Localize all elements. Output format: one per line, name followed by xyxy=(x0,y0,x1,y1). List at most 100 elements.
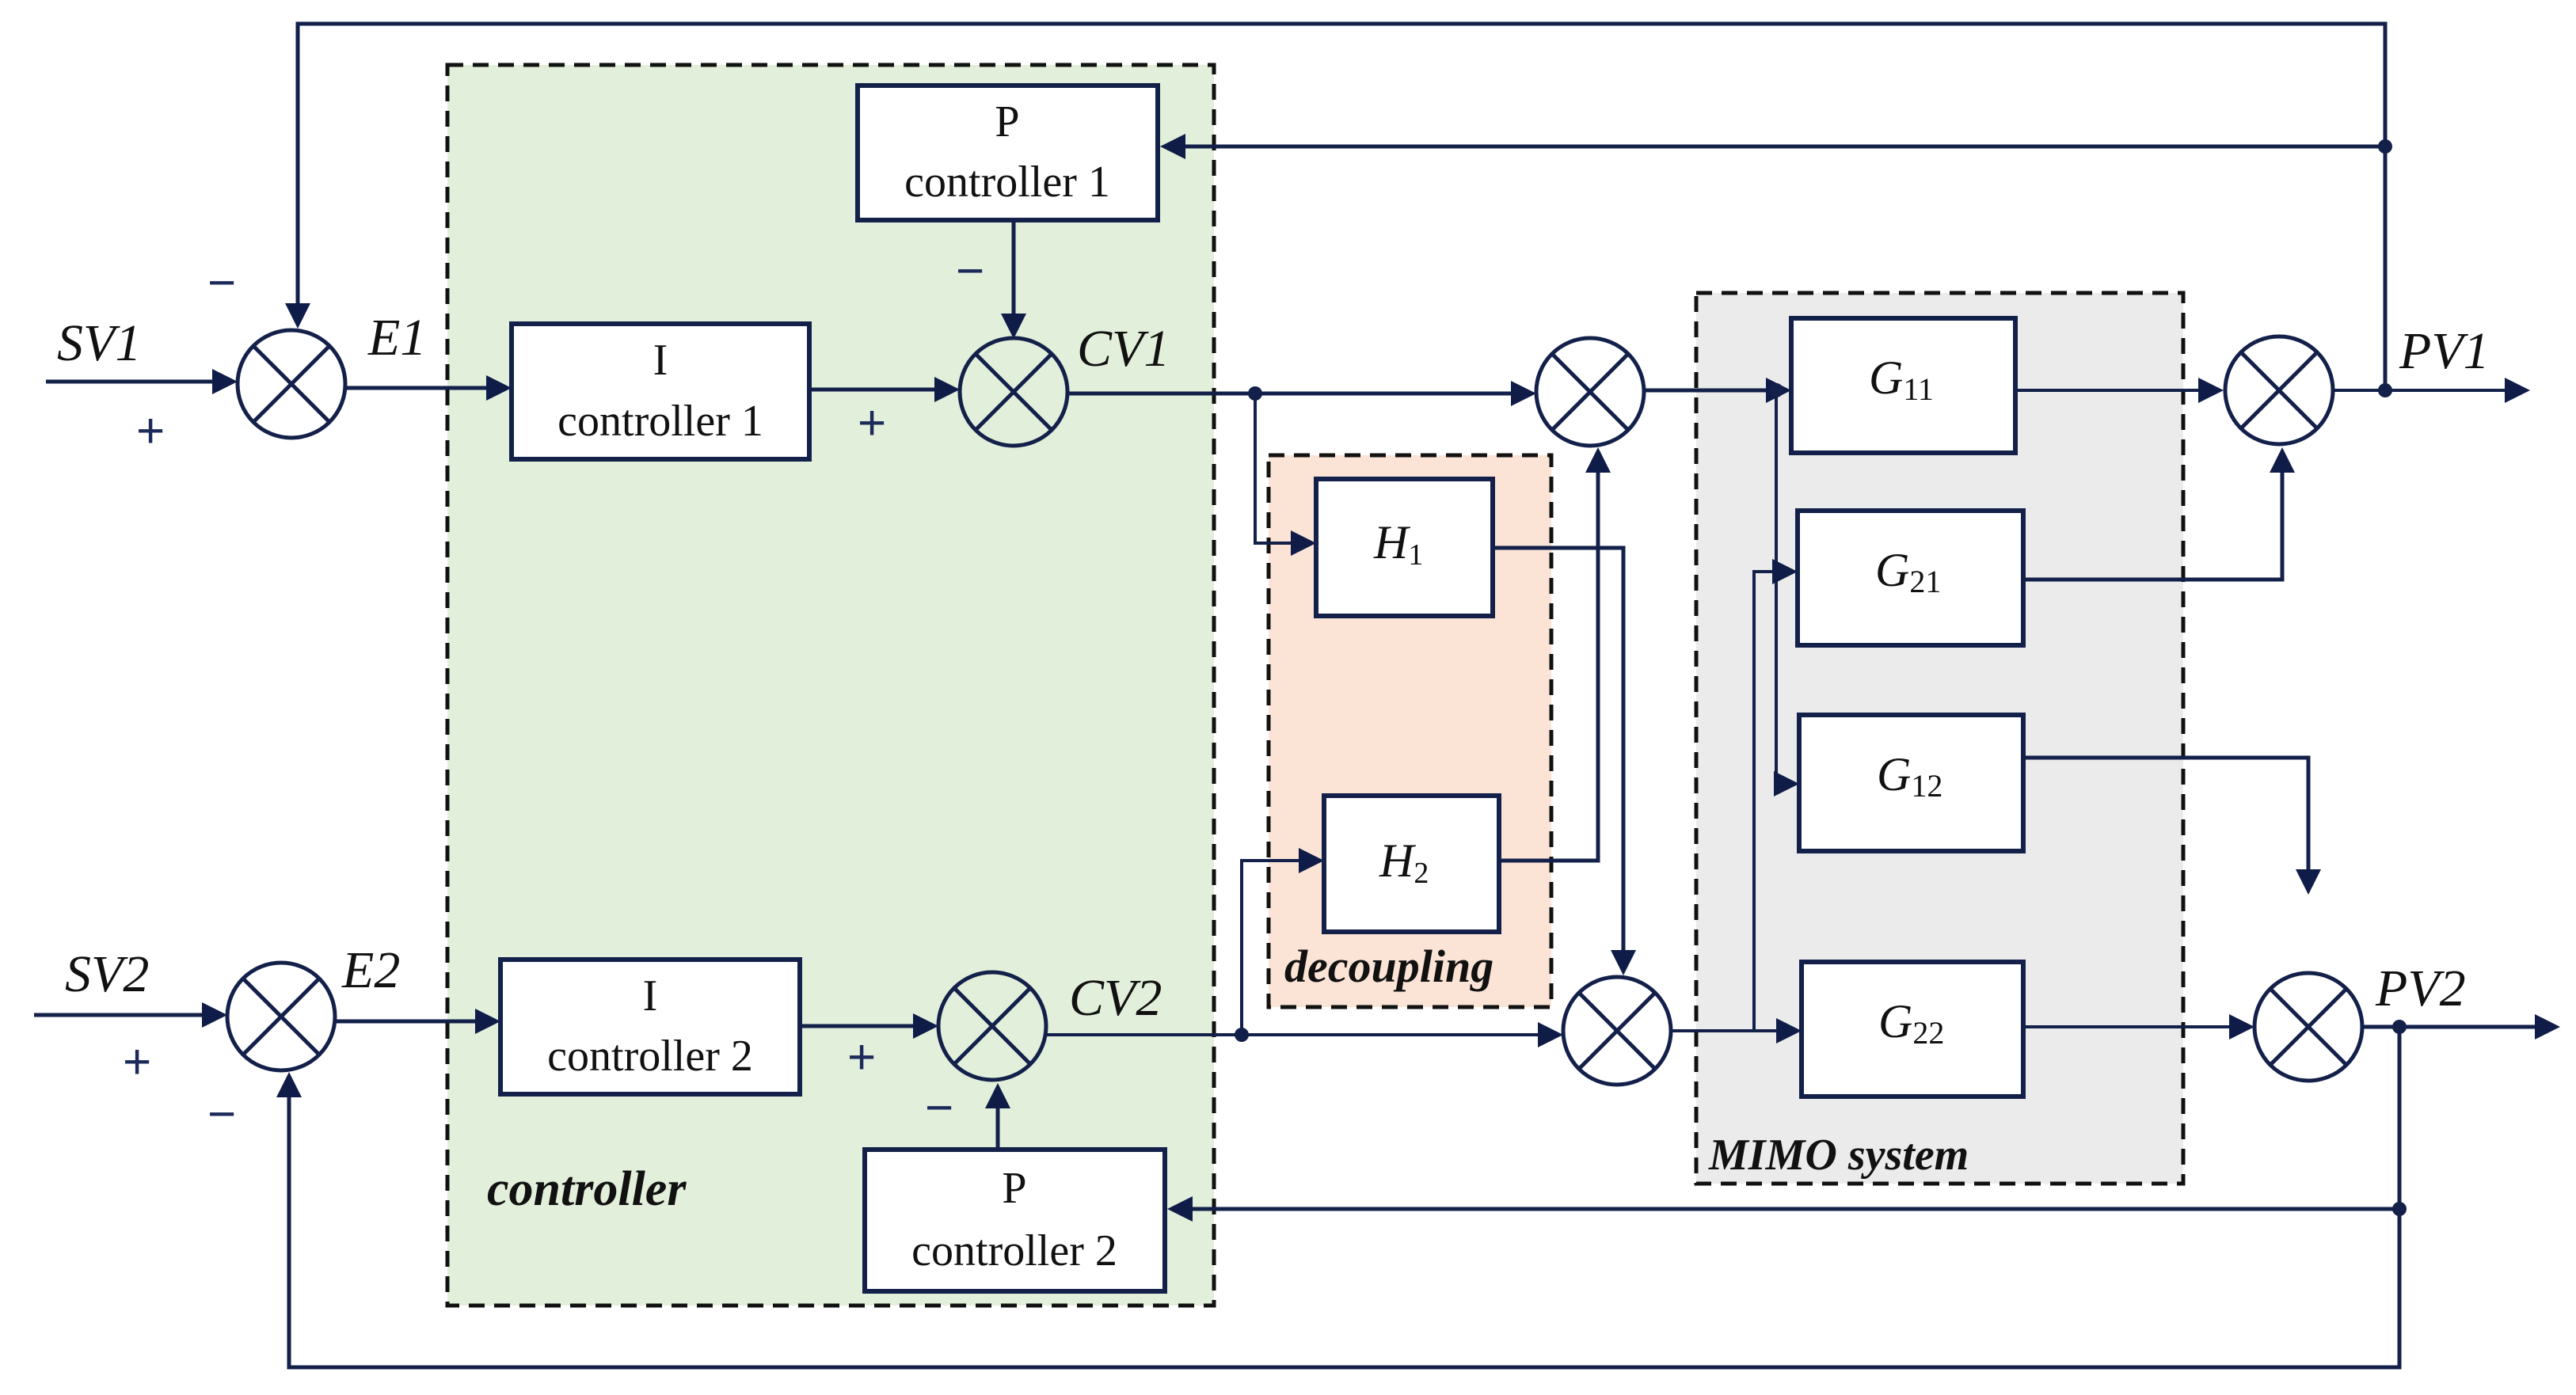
h1-sub: 1 xyxy=(1408,538,1423,572)
svg-text:G22: G22 xyxy=(1878,995,1944,1051)
mimo-group-label: MIMO system xyxy=(1708,1131,1969,1180)
g11-sub: 11 xyxy=(1903,371,1934,407)
controller-group: controller xyxy=(445,63,1216,1308)
wire-cv2-to-h2 xyxy=(1240,859,1315,1035)
block-p-controller-1[interactable]: P controller 1 xyxy=(855,83,1160,222)
sum-cv1 xyxy=(957,336,1070,448)
label-cv1: CV1 xyxy=(1077,320,1170,378)
p1-line2: controller 1 xyxy=(904,158,1110,207)
sum-pv2 xyxy=(2252,971,2365,1083)
sign-sum-e2-minus: − xyxy=(207,1087,236,1142)
junction-pv2 xyxy=(2392,1020,2407,1034)
wire-pv2-feedback-outer xyxy=(287,1027,2402,1370)
i1-line2: controller 1 xyxy=(557,397,763,446)
arrow-into-sum3-bottom xyxy=(1585,447,1611,473)
h2-base: H xyxy=(1379,834,1417,887)
arrow-into-h2 xyxy=(1299,848,1324,873)
arrow-into-g22 xyxy=(1776,1018,1802,1043)
g22-sub: 22 xyxy=(1912,1015,1944,1051)
arrow-into-sum1 xyxy=(212,369,238,394)
junction-u1 xyxy=(1769,383,1783,397)
controller-group-label: controller xyxy=(487,1162,687,1216)
arrow-into-p2 xyxy=(1167,1196,1193,1222)
label-cv2: CV2 xyxy=(1069,969,1162,1027)
h2-sub: 2 xyxy=(1414,857,1429,890)
g22-base: G xyxy=(1878,995,1912,1047)
p2-line1: P xyxy=(1002,1164,1026,1213)
p1-line1: P xyxy=(995,97,1019,146)
block-h2[interactable]: H2 xyxy=(1322,793,1501,934)
arrow-pv2-out xyxy=(2535,1014,2560,1040)
junction-pv2-p2 xyxy=(2392,1202,2407,1216)
summing-junctions xyxy=(225,328,2365,1087)
block-i-controller-1[interactable]: I controller 1 xyxy=(509,321,812,462)
sign-sum-e1-plus: + xyxy=(136,404,165,458)
arrow-into-sum6-top xyxy=(2296,869,2321,895)
sum-pv1 xyxy=(2223,334,2335,447)
arrow-into-sum2 xyxy=(202,1002,227,1028)
arrow-into-g21 xyxy=(1772,559,1798,584)
sign-sum-cv2-plus: + xyxy=(847,1030,876,1085)
arrow-into-sum6 xyxy=(2229,1014,2254,1040)
arrow-into-h1 xyxy=(1291,530,1316,556)
wire-g12-out xyxy=(2023,755,2311,885)
i2-line2: controller 2 xyxy=(547,1032,753,1081)
label-sv2: SV2 xyxy=(65,945,149,1003)
arrow-into-sum4 xyxy=(1538,1022,1563,1047)
sign-sum-cv1-minus: − xyxy=(956,244,984,298)
block-g12[interactable]: G12 xyxy=(1797,713,2026,853)
g21-sub: 21 xyxy=(1909,564,1941,599)
arrow-into-sum4-top xyxy=(1611,950,1636,975)
arrow-into-g12 xyxy=(1774,771,1799,796)
svg-text:G11: G11 xyxy=(1869,352,1934,407)
g12-base: G xyxy=(1877,748,1911,800)
block-g22[interactable]: G22 xyxy=(1799,960,2026,1099)
block-g11[interactable]: G11 xyxy=(1789,316,2018,455)
sign-markers: − + − + + − + − xyxy=(123,244,984,1142)
svg-text:G21: G21 xyxy=(1875,544,1941,599)
arrow-into-sum1-top xyxy=(285,303,310,329)
i2-line1: I xyxy=(643,971,658,1021)
junction-cv2 xyxy=(1235,1028,1249,1042)
arrow-into-sum-cv1-top xyxy=(1001,314,1026,339)
sum-u1 xyxy=(1534,336,1646,448)
sign-sum-cv2-minus: − xyxy=(925,1081,953,1135)
arrow-into-i2 xyxy=(475,1009,500,1034)
sign-sum-cv1-plus: + xyxy=(858,396,886,450)
sign-sum-e1-minus: − xyxy=(207,256,236,310)
g12-sub: 12 xyxy=(1911,768,1942,804)
arrow-into-sum5 xyxy=(2198,378,2224,403)
svg-text:G12: G12 xyxy=(1877,748,1942,804)
block-i-controller-2[interactable]: I controller 2 xyxy=(498,957,802,1097)
decoupling-group-label: decoupling xyxy=(1284,941,1493,992)
junction-cv1 xyxy=(1248,386,1262,401)
label-e2: E2 xyxy=(341,941,400,999)
sum-cv2 xyxy=(936,970,1048,1082)
arrowheads xyxy=(202,134,2560,1222)
arrow-into-sum-cv2 xyxy=(913,1013,938,1039)
arrow-into-sum-cv2-bottom xyxy=(985,1083,1010,1108)
arrow-into-sum2-bottom xyxy=(276,1072,302,1097)
wire-cv1-to-h1 xyxy=(1254,393,1308,545)
block-p-controller-2[interactable]: P controller 2 xyxy=(862,1147,1167,1294)
arrow-into-sum-cv1 xyxy=(934,377,960,402)
label-e1: E1 xyxy=(367,309,426,367)
g21-base: G xyxy=(1875,544,1909,596)
sum-u2 xyxy=(1561,975,1673,1087)
sign-sum-e2-plus: + xyxy=(123,1035,151,1089)
block-h1[interactable]: H1 xyxy=(1314,477,1495,618)
signal-labels: SV1 E1 CV1 PV1 SV2 E2 CV2 PV2 xyxy=(57,309,2490,1027)
junction-pv1 xyxy=(2378,383,2392,397)
svg-text:H1: H1 xyxy=(1373,516,1423,572)
g11-base: G xyxy=(1869,352,1903,404)
block-g21[interactable]: G21 xyxy=(1795,508,2026,648)
wire-pv1-feedback-outer xyxy=(295,21,2388,390)
arrow-into-sum5-bottom xyxy=(2270,447,2295,473)
sum-e2 xyxy=(225,960,337,1073)
junctions xyxy=(1235,139,2407,1216)
label-pv2: PV2 xyxy=(2375,960,2466,1017)
arrow-into-sum3 xyxy=(1511,381,1536,406)
wire-h2-out xyxy=(1499,458,1600,863)
i1-line1: I xyxy=(653,336,668,385)
